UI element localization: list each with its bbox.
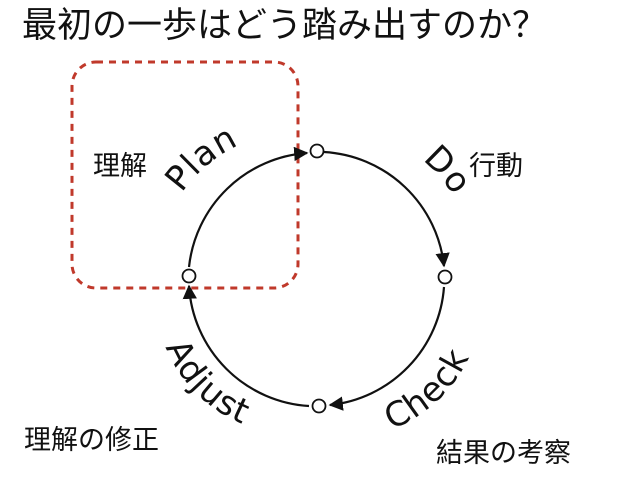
cycle-arc-check-to-adjust (328, 286, 446, 411)
note-understanding: 理解 (93, 151, 147, 182)
note-action: 行動 (469, 151, 523, 182)
highlight-box-plan (70, 60, 300, 290)
stage-label-check: Check (378, 342, 478, 439)
note-revision: 理解の修正 (24, 425, 159, 456)
cycle-node-top (309, 143, 325, 159)
page-title: 最初の一歩はどう踏み出すのか？ (22, 6, 548, 46)
cycle-node-right (437, 269, 453, 285)
cycle-arc-do-to-check (323, 150, 450, 268)
cycle-arc-plan-to-do (187, 146, 309, 268)
cycle-arc-adjust-to-plan (182, 284, 310, 408)
note-reflection: 結果の考察 (436, 438, 571, 469)
cycle-node-left (181, 268, 197, 284)
cycle-node-bottom (311, 398, 327, 414)
